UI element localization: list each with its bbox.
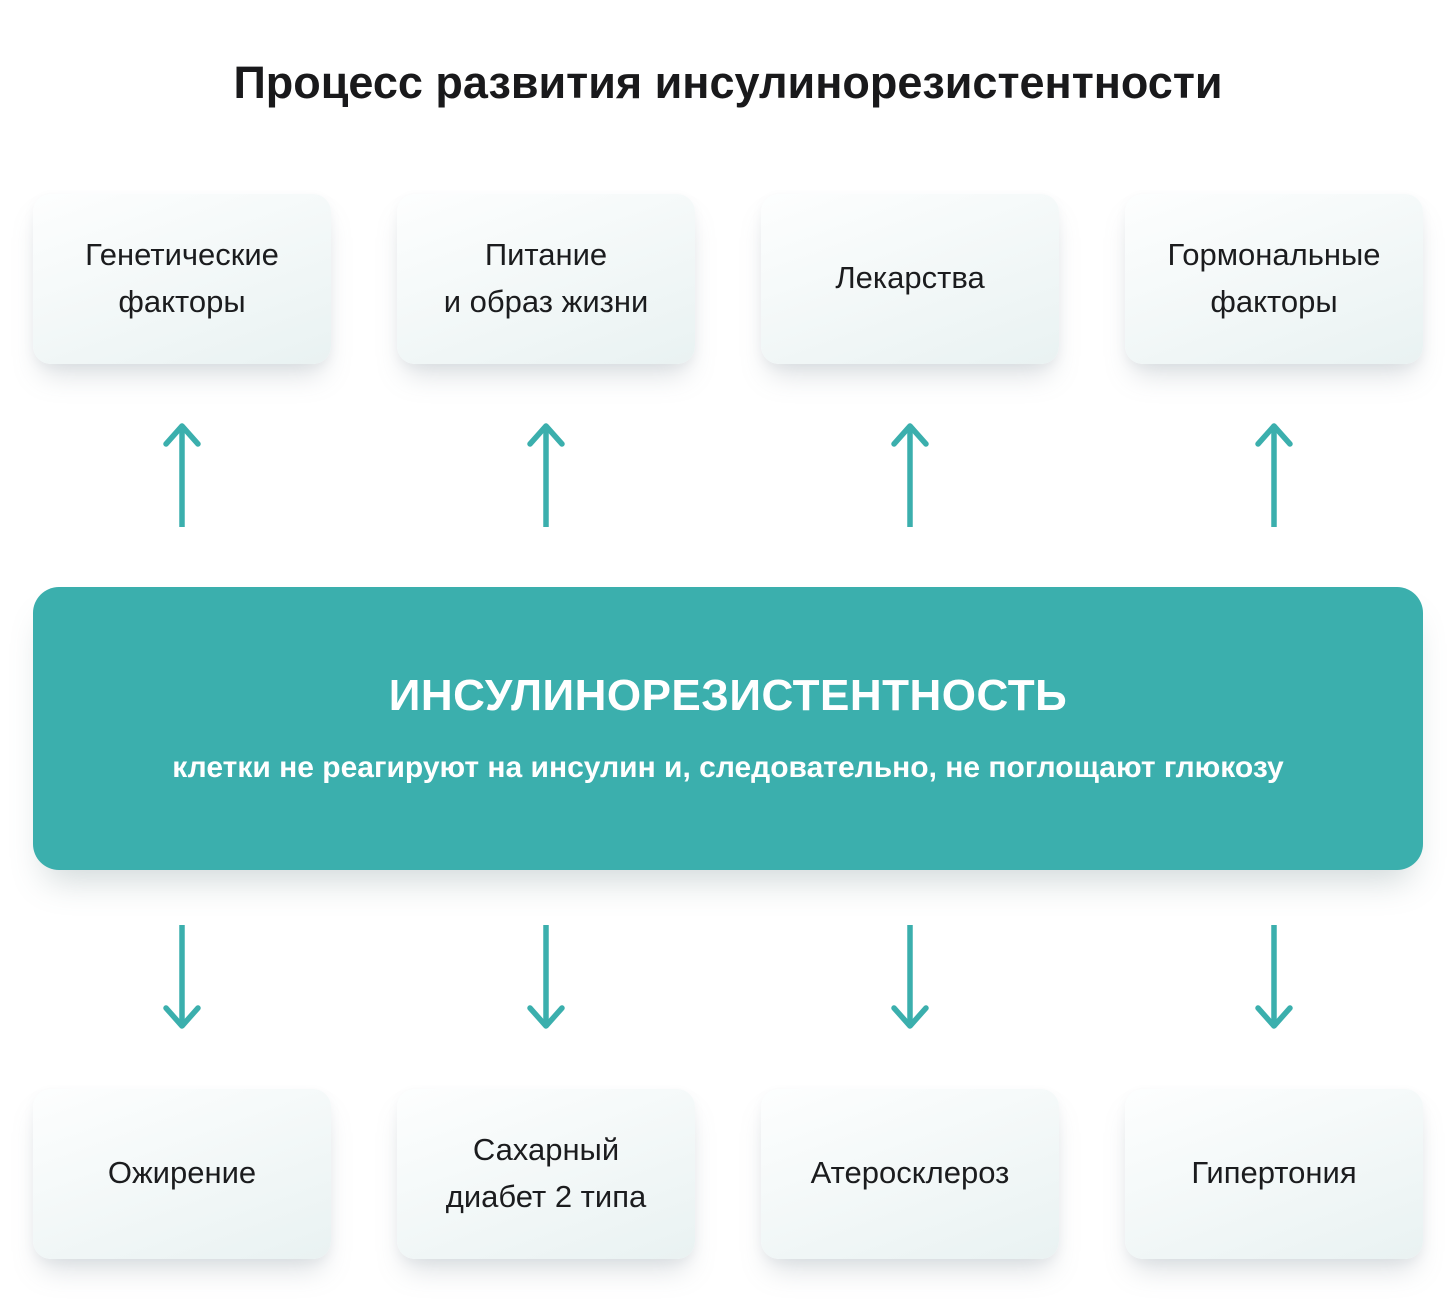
card-label: Генетические факторы: [85, 237, 279, 319]
central-banner-subtitle: клетки не реагируют на инсулин и, следов…: [172, 751, 1284, 784]
arrow-down-icon: [1255, 924, 1293, 1029]
card-label: Атеросклероз: [810, 1155, 1010, 1191]
cause-card-hormones: Гормональные факторы: [1125, 193, 1423, 364]
arrow-down-icon: [527, 924, 565, 1029]
causes-row: Генетические факторы Питание и образ жиз…: [0, 193, 1456, 364]
card-label: Гипертония: [1191, 1155, 1357, 1191]
consequence-card-obesity: Ожирение: [33, 1088, 331, 1259]
arrow-cell: [1125, 924, 1423, 1033]
arrow-cell: [761, 924, 1059, 1033]
arrow-cell: [33, 419, 331, 527]
arrow-down-icon: [163, 924, 201, 1029]
arrow-up-icon: [891, 422, 929, 527]
arrow-cell: [397, 419, 695, 527]
arrow-down-icon: [891, 924, 929, 1029]
arrow-up-icon: [1255, 422, 1293, 527]
cause-card-lifestyle: Питание и образ жизни: [397, 193, 695, 364]
consequence-card-hypertension: Гипертония: [1125, 1088, 1423, 1259]
up-arrows-row: [0, 419, 1456, 527]
arrow-cell: [761, 419, 1059, 527]
cause-card-genetics: Генетические факторы: [33, 193, 331, 364]
consequence-card-type2-diabetes: Сахарный диабет 2 типа: [397, 1088, 695, 1259]
card-label: Лекарства: [835, 260, 985, 296]
card-label: Питание и образ жизни: [443, 237, 649, 319]
arrow-cell: [1125, 419, 1423, 527]
consequences-row: Ожирение Сахарный диабет 2 типа Атероскл…: [0, 1088, 1456, 1259]
cause-card-medications: Лекарства: [761, 193, 1059, 364]
arrow-up-icon: [527, 422, 565, 527]
arrow-cell: [397, 924, 695, 1033]
card-label: Сахарный диабет 2 типа: [445, 1132, 647, 1214]
central-banner-title: ИНСУЛИНОРЕЗИСТЕНТНОСТЬ: [388, 671, 1068, 720]
down-arrows-row: [0, 924, 1456, 1033]
card-label: Гормональные факторы: [1167, 237, 1381, 319]
card-label: Ожирение: [107, 1155, 257, 1191]
consequence-card-atherosclerosis: Атеросклероз: [761, 1088, 1059, 1259]
arrow-up-icon: [163, 422, 201, 527]
central-banner: ИНСУЛИНОРЕЗИСТЕНТНОСТЬ клетки не реагиру…: [33, 586, 1423, 870]
page-title: Процесс развития инсулинорезистентности: [233, 57, 1223, 108]
arrow-cell: [33, 924, 331, 1033]
